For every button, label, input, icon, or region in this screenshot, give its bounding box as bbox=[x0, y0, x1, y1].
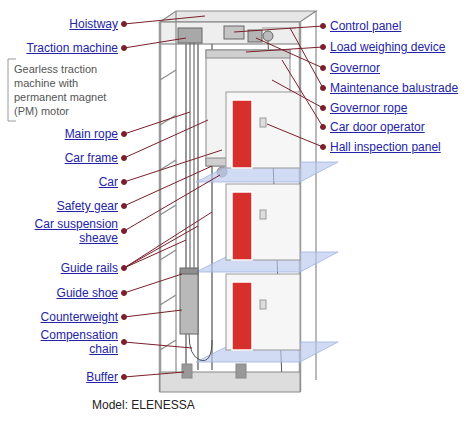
part-label: Main rope bbox=[65, 127, 118, 141]
part-label: Traction machine bbox=[26, 41, 118, 55]
part-label: Safety gear bbox=[57, 199, 118, 213]
part-label: Control panel bbox=[330, 19, 401, 33]
part-label: Guide rails bbox=[61, 261, 118, 275]
part-label: Car door operator bbox=[330, 120, 425, 134]
counterweight bbox=[180, 268, 212, 361]
part-label: Load weighing device bbox=[330, 40, 445, 54]
part-label: Car frame bbox=[65, 151, 118, 165]
hoistway-frame bbox=[160, 11, 316, 392]
part-label: Car bbox=[99, 175, 118, 189]
part-label: Compensation chain bbox=[26, 328, 118, 356]
part-label: Maintenance balustrade bbox=[330, 81, 458, 95]
floor-slabs bbox=[196, 162, 338, 362]
part-label: Governor rope bbox=[330, 101, 407, 115]
part-label: Car suspension sheave bbox=[26, 217, 118, 245]
part-label: Hoistway bbox=[69, 17, 118, 31]
note-text: Gearless traction machine with permanent… bbox=[14, 62, 114, 118]
part-label: Governor bbox=[330, 61, 380, 75]
part-label: Buffer bbox=[86, 370, 118, 384]
part-label: Counterweight bbox=[41, 310, 118, 324]
leader-lines bbox=[122, 16, 326, 380]
pit bbox=[160, 364, 300, 392]
caption: Model: ELENESSA bbox=[92, 398, 195, 412]
part-label: Guide shoe bbox=[57, 286, 118, 300]
landing-walls bbox=[226, 92, 300, 350]
part-label: Hall inspection panel bbox=[330, 140, 441, 154]
